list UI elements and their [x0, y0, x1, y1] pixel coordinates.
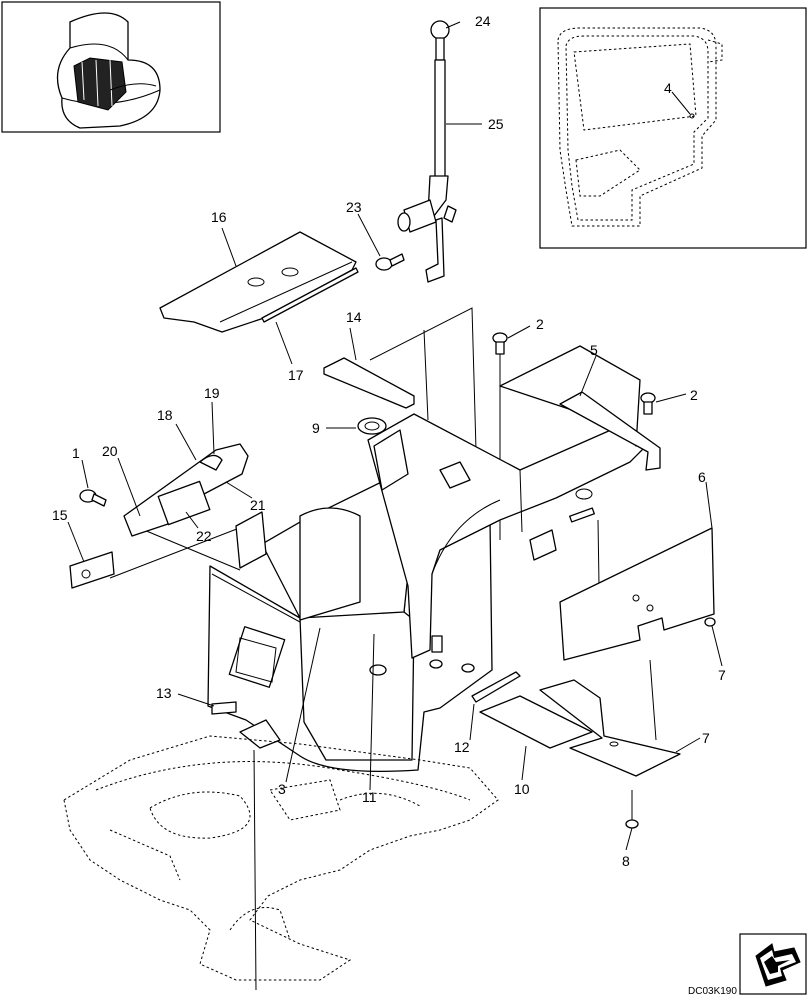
callout-leaders: [67, 21, 723, 851]
callout-23: 23: [346, 199, 362, 215]
callout-22: 22: [196, 528, 212, 544]
callout-15: 15: [52, 507, 68, 523]
bolt-23: [375, 253, 405, 271]
cab-location-icon: [539, 7, 807, 249]
nut-7-lower: [625, 819, 639, 829]
floor-plate: [159, 231, 359, 333]
callout-1: 1: [72, 445, 80, 461]
machine-location-icon: [1, 1, 221, 133]
strip-13: [471, 671, 521, 703]
callout-12: 13: [156, 685, 172, 701]
callout-24: 24: [475, 13, 491, 29]
callout-10: 10: [514, 781, 530, 797]
undercarriage-outline: [63, 735, 499, 981]
mat-6: [539, 679, 681, 777]
callout-18: 18: [157, 407, 173, 423]
nut-7-upper: [704, 617, 716, 627]
side-plate-5: [559, 527, 715, 661]
callout-3: 4: [664, 80, 672, 96]
drawing-code: DC03K190: [688, 986, 737, 997]
callout-2b: 2: [690, 387, 698, 403]
callout-7a: 7: [718, 667, 726, 683]
next-page-arrow-icon[interactable]: [739, 933, 807, 995]
plate-15: [69, 551, 115, 589]
bolt-1: [79, 489, 107, 507]
bracket-assembly: [123, 443, 249, 537]
callout-2a: 2: [536, 316, 544, 332]
mat-10: [479, 695, 593, 749]
callout-8: 9: [312, 420, 320, 436]
callout-5: 6: [698, 469, 706, 485]
callout-4: 5: [590, 342, 598, 358]
callout-labels: 24 25 23 16 17 14 2 2 5 4 9 18 19 20 1 2…: [52, 13, 726, 869]
bar-14: [323, 357, 415, 409]
control-lever: [397, 20, 457, 283]
callout-16: 16: [211, 209, 227, 225]
callout-9: 3: [278, 781, 286, 797]
strip-12: [211, 701, 237, 715]
callout-6: 7: [702, 730, 710, 746]
callout-14: 14: [346, 309, 362, 325]
callout-21: 21: [250, 497, 266, 513]
callout-7b: 8: [622, 853, 630, 869]
callout-17: 17: [288, 367, 304, 383]
callout-19: 19: [204, 385, 220, 401]
grommet-8: [357, 417, 387, 435]
callout-25: 25: [488, 116, 504, 132]
main-frame: [207, 345, 661, 773]
callout-20: 20: [102, 443, 118, 459]
bolts-2: [492, 332, 656, 415]
callout-13: 12: [454, 739, 470, 755]
callout-11: 11: [362, 789, 377, 805]
